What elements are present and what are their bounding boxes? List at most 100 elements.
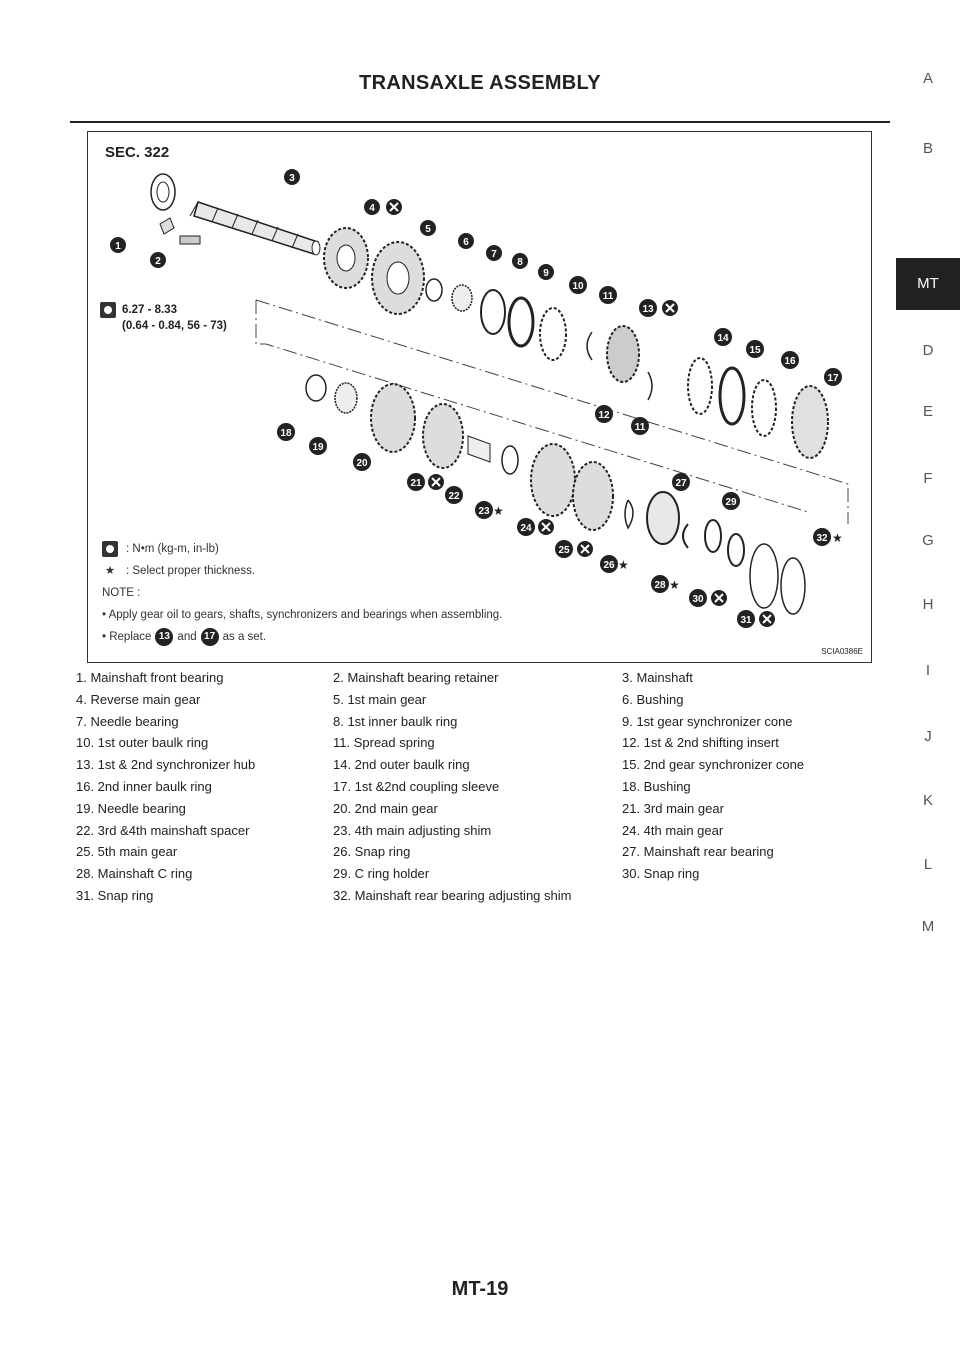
callout-25[interactable]: 25 [555,540,573,558]
svg-text:28: 28 [654,580,666,591]
svg-text:29: 29 [725,497,737,508]
retainer-drawing [159,217,175,235]
svg-text:1: 1 [115,241,121,252]
callout-8[interactable]: 8 [512,253,528,269]
outer-baulk-ring-drawing [539,307,567,361]
callout-32[interactable]: 32 [813,528,831,546]
callout-27[interactable]: 27 [672,473,690,491]
part-entry: 17. 1st &2nd coupling sleeve [333,778,500,794]
callout-30[interactable]: 30 [689,589,707,607]
note-replace: • Replace 13 and 17 as a set. [102,626,502,648]
replace-icon [662,300,678,316]
callout-12[interactable]: 12 [595,405,613,423]
svg-text:25: 25 [558,545,570,556]
mainshaft-drawing [189,201,321,256]
index-letter-b[interactable]: B [922,140,933,157]
callout-15[interactable]: 15 [746,340,764,358]
legend-torque-unit: : N•m (kg-m, in-lb) [126,543,219,555]
svg-text:6: 6 [463,237,469,248]
callout-17[interactable]: 17 [824,368,842,386]
callout-3[interactable]: 3 [284,169,300,185]
part-entry: 19. Needle bearing [76,800,186,816]
star-icon: ★ [832,531,843,545]
third-main-gear-drawing [422,403,464,469]
callout-10[interactable]: 10 [569,276,587,294]
part-entry: 1. Mainshaft front bearing [76,670,224,685]
svg-text:14: 14 [717,333,729,344]
svg-text:2: 2 [155,256,161,267]
svg-text:22: 22 [448,491,460,502]
callout-22[interactable]: 22 [445,486,463,504]
callout-31[interactable]: 31 [737,610,755,628]
fifth-main-gear-drawing [572,461,614,531]
index-letter-i[interactable]: I [925,662,931,679]
callout-24[interactable]: 24 [517,518,535,536]
index-letter-e[interactable]: E [922,403,933,420]
lower-bushing-drawing [305,374,327,402]
svg-text:3: 3 [289,173,295,184]
svg-text:5: 5 [425,224,431,235]
callout-4[interactable]: 4 [364,199,380,215]
star-icon: ★ [669,578,680,592]
replace-icon [538,519,554,535]
part-entry: 18. Bushing [622,778,691,794]
svg-text:10: 10 [572,281,584,292]
inner-baulk-ring-drawing [480,289,506,335]
callout-23[interactable]: 23 [475,501,493,519]
callout-5[interactable]: 5 [420,220,436,236]
svg-text:7: 7 [491,249,497,260]
callout-markers: 1 2 3 4 5 6 7 8 9 10 11 12 13 14 15 16 1… [110,169,842,628]
callout-1[interactable]: 1 [110,237,126,253]
second-main-gear-drawing [370,383,416,453]
callout-18[interactable]: 18 [277,423,295,441]
needle-bearing-drawing [451,284,473,312]
index-letter-l[interactable]: L [923,856,933,873]
callout-6[interactable]: 6 [458,233,474,249]
star-icon: ★ [104,565,116,577]
replace-icon [428,474,444,490]
callout-20[interactable]: 20 [353,453,371,471]
synchronizer-hub-drawing [606,325,640,383]
torque-wrench-icon [102,541,118,557]
index-letter-d[interactable]: D [922,342,934,359]
index-letter-k[interactable]: K [922,792,933,809]
callout-29[interactable]: 29 [722,492,740,510]
svg-text:12: 12 [598,410,610,421]
callout-19[interactable]: 19 [309,437,327,455]
page-number: MT-19 [451,1278,509,1300]
callout-21[interactable]: 21 [407,473,425,491]
callout-9[interactable]: 9 [538,264,554,280]
index-letter-h[interactable]: H [922,596,934,613]
coupling-sleeve-drawing [791,385,829,459]
callout-13[interactable]: 13 [639,299,657,317]
front-bearing-drawing [150,173,176,211]
callout-14[interactable]: 14 [714,328,732,346]
note-callout-13: 13 [155,628,174,646]
svg-text:20: 20 [356,458,368,469]
callout-16[interactable]: 16 [781,351,799,369]
fourth-main-gear-drawing [530,443,576,517]
callout-2[interactable]: 2 [150,252,166,268]
callout-7[interactable]: 7 [486,245,502,261]
callout-28[interactable]: 28 [651,575,669,593]
second-synchronizer-cone-drawing [718,366,746,426]
callout-11-bottom[interactable]: 11 [631,417,649,435]
callout-11-top[interactable]: 11 [599,286,617,304]
second-inner-baulk-ring-drawing [751,379,777,437]
index-letter-j[interactable]: J [924,728,932,745]
index-letter-mt[interactable]: MT [896,258,960,310]
index-letter-f[interactable]: F [923,470,933,487]
callout-26[interactable]: 26 [600,555,618,573]
thickness-markers: ★ ★ ★ ★ [493,504,843,592]
part-entry: 11. Spread spring [333,735,435,751]
diagram-legend: : N•m (kg-m, in-lb) ★ : Select proper th… [102,538,502,648]
svg-text:8: 8 [517,257,523,268]
index-letter-a[interactable]: A [922,70,933,87]
part-entry: 8. 1st inner baulk ring [333,713,458,729]
part-entry: 12. 1st & 2nd shifting insert [622,735,779,751]
index-letter-m[interactable]: M [921,918,935,935]
index-letter-g[interactable]: G [922,532,934,549]
